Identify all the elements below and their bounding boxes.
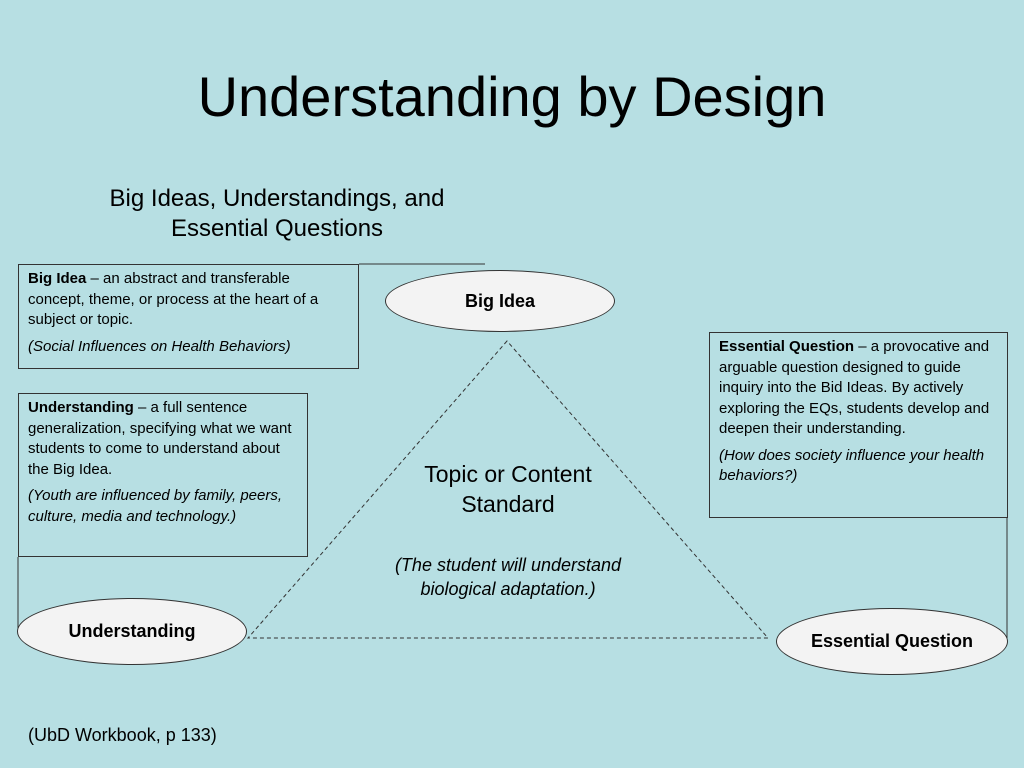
essential-question-oval: Essential Question	[776, 608, 1008, 675]
citation: (UbD Workbook, p 133)	[28, 725, 217, 745]
big-idea-oval: Big Idea	[385, 270, 615, 332]
big-idea-example: (Social Influences on Health Behaviors)	[28, 337, 291, 355]
big-idea-definition-box: Big Idea – an abstract and transferable …	[18, 264, 359, 369]
big-idea-term: Big Idea	[28, 270, 87, 287]
essential-question-definition-box: Essential Question – a provocative and a…	[709, 332, 1008, 518]
understanding-term: Understanding	[28, 399, 134, 416]
page-title: Understanding by Design	[197, 65, 827, 128]
essential-question-definition: – a provocative and arguable question de…	[719, 338, 990, 437]
topic-standard-example: (The student will understand biological …	[394, 555, 622, 599]
essential-question-example: (How does society influence your health …	[719, 446, 985, 485]
understanding-example: (Youth are influenced by family, peers, …	[28, 487, 283, 525]
topic-standard-label: Topic or Content Standard	[424, 461, 592, 517]
dashed-triangle	[246, 340, 770, 639]
essential-question-term: Essential Question	[719, 338, 855, 355]
big-idea-definition: – an abstract and transferable concept, …	[28, 270, 319, 328]
understanding-definition: – a full sentence generalization, specif…	[28, 399, 292, 478]
understanding-definition-box: Understanding – a full sentence generali…	[18, 393, 308, 557]
subtitle: Big Ideas, Understandings, and Essential…	[109, 185, 445, 242]
understanding-oval: Understanding	[17, 598, 247, 665]
